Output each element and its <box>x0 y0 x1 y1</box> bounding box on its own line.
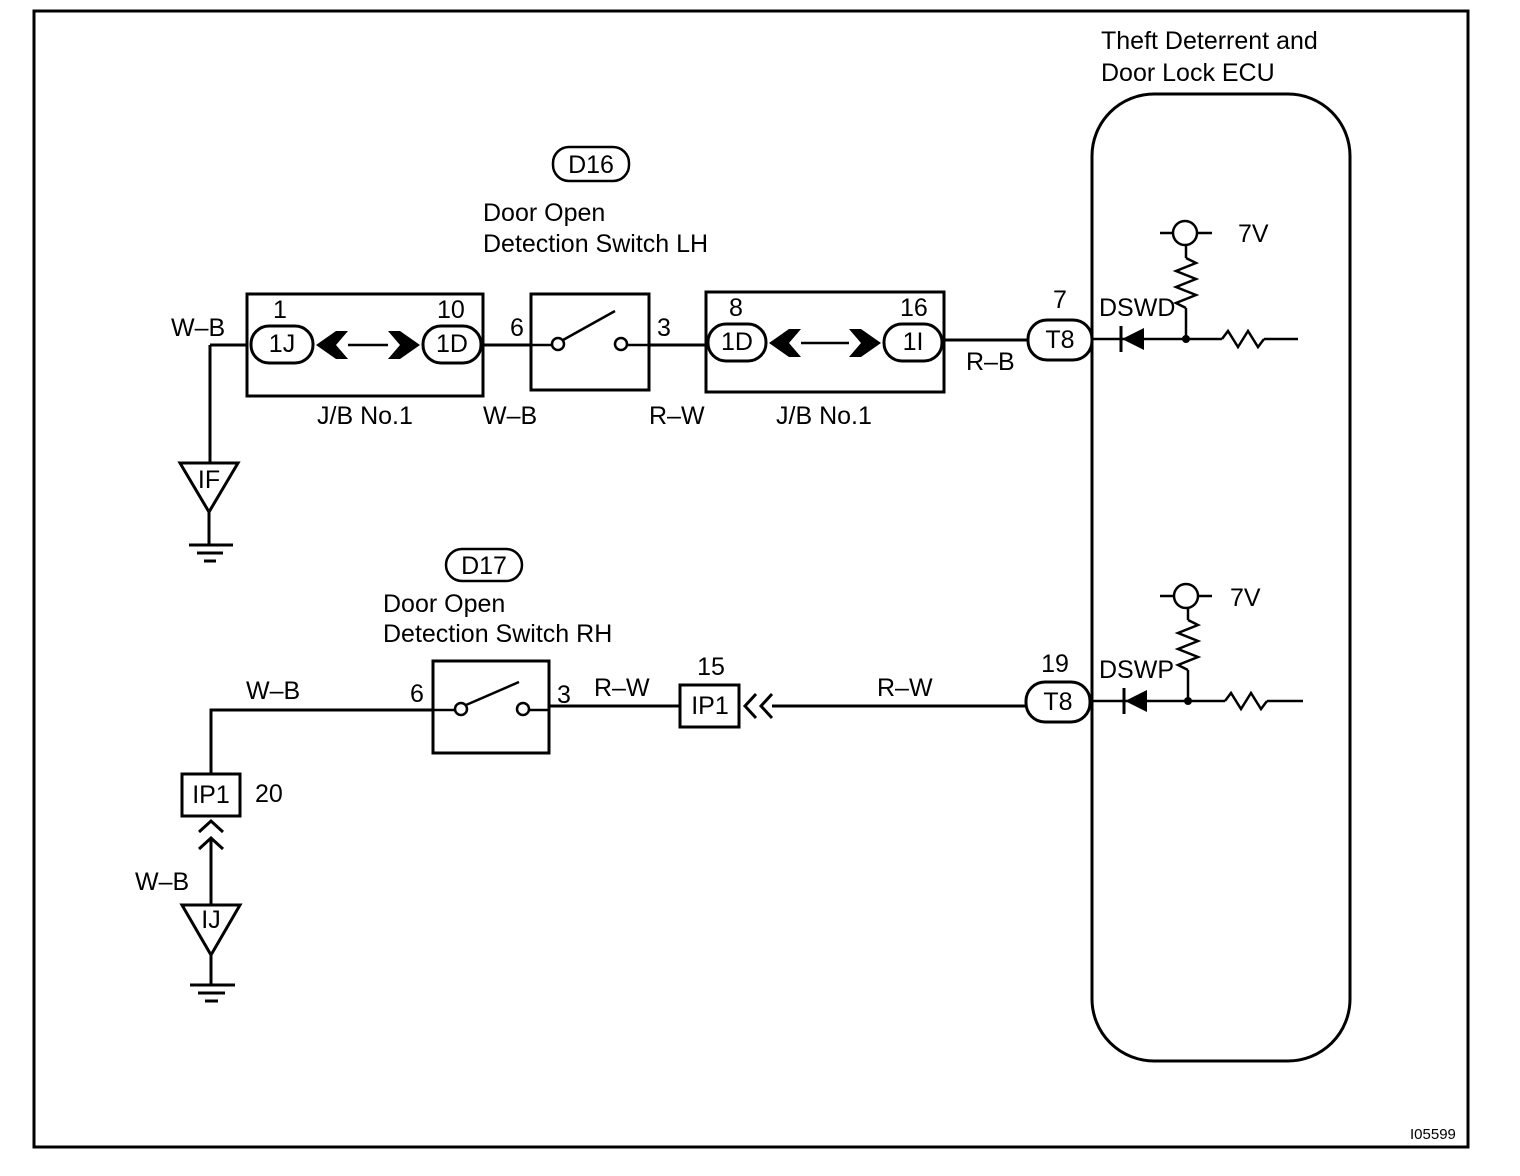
ecu-dswp-voltage: 7V <box>1230 584 1261 612</box>
voltage-source-icon <box>1172 582 1200 610</box>
ecu-t8-upper-label: T8 <box>1045 326 1074 354</box>
switch-blade-icon <box>562 309 616 342</box>
wire-rh-ground-in: W–B <box>246 677 300 705</box>
figure-id: I05599 <box>1410 1126 1456 1143</box>
d17-code-badge <box>444 547 524 583</box>
connector-chevron-icon <box>197 818 225 834</box>
ip1-top-connector <box>678 683 741 729</box>
jb2-left-connector <box>706 322 768 363</box>
ground-if-label: IF <box>198 466 220 494</box>
voltage-source-icon <box>1171 219 1199 247</box>
ip1-top-label: IP1 <box>691 692 729 720</box>
ground-point-if <box>177 461 241 515</box>
input-resistor-icon <box>1221 328 1265 350</box>
switch-blade-icon <box>465 680 520 707</box>
ecu-title-line2: Door Lock ECU <box>1101 59 1275 87</box>
wire-lh-jb-to-switch: W–B <box>483 402 537 430</box>
jb1-left-connector-label: 1J <box>269 330 295 358</box>
pullup-resistor-icon <box>1174 618 1202 672</box>
jb2-left-connector-label: 1D <box>721 328 753 356</box>
d16-code: D16 <box>568 151 614 179</box>
ecu-body <box>1090 92 1352 1063</box>
jb1-right-connector-label: 1D <box>436 330 468 358</box>
ecu-dswp-circuit: 7V DSWP <box>1092 582 1303 714</box>
ecu-title-line1: Theft Deterrent and <box>1101 27 1318 55</box>
d16-code-badge <box>551 145 631 183</box>
ip1-top-pin: 15 <box>697 653 725 681</box>
d17-pin-out: 3 <box>557 681 571 709</box>
jb2-left-arrow-icon <box>769 329 801 357</box>
wire-rh-switch-to-ip1: R–W <box>594 674 650 702</box>
d17-code: D17 <box>461 552 507 580</box>
ecu-t8-lower-label: T8 <box>1043 688 1072 716</box>
ecu-pin-7: 7 <box>1053 286 1067 314</box>
jb1-right-connector <box>421 324 483 365</box>
diagram-frame <box>32 9 1470 1149</box>
d16-pin-out: 3 <box>657 314 671 342</box>
pullup-resistor-icon <box>1172 256 1200 310</box>
wire-lh-ground-in: W–B <box>171 314 225 342</box>
ip1-bottom-label: IP1 <box>192 781 230 809</box>
wire-rh-ip1-to-ecu: R–W <box>877 674 933 702</box>
ecu-dswd-voltage: 7V <box>1238 220 1269 248</box>
jb2-right-pin: 16 <box>900 294 928 322</box>
jb1-label: J/B No.1 <box>317 402 413 430</box>
d17-switch-body <box>431 659 551 755</box>
jb2-right-arrow-icon <box>849 329 881 357</box>
connector-chevron-icon <box>742 692 758 720</box>
ip1-bottom-connector <box>180 772 242 818</box>
ip1-bottom-pin: 20 <box>255 780 283 808</box>
d16-pin-in: 6 <box>510 314 524 342</box>
d16-title-line1: Door Open <box>483 199 605 227</box>
d17-title-line1: Door Open <box>383 590 505 618</box>
jb2-left-pin: 8 <box>729 294 743 322</box>
d17-pin-in: 6 <box>410 680 424 708</box>
ecu: Theft Deterrent and Door Lock ECU 7V DSW… <box>1090 27 1352 1063</box>
jb1-left-arrow-icon <box>316 331 348 359</box>
jb2-label: J/B No.1 <box>776 402 872 430</box>
jb1-right-arrow-icon <box>388 331 420 359</box>
switch-contact-icon <box>453 701 469 717</box>
lh-circuit: D16 Door Open Detection Switch LH W–B IF… <box>171 145 1094 563</box>
ecu-t8-connector-upper <box>1026 318 1094 362</box>
rh-circuit: D17 Door Open Detection Switch RH W–B 6 … <box>135 547 1092 1003</box>
d17-title-line2: Detection Switch RH <box>383 620 612 648</box>
ground-point-ij <box>179 903 243 958</box>
jb1-left-connector <box>249 324 315 365</box>
ground-ij-label: IJ <box>201 906 220 934</box>
wire-lh-jb-to-ecu: R–B <box>966 348 1015 376</box>
input-resistor-icon <box>1224 690 1268 712</box>
wire-rh-ground-drop: W–B <box>135 868 189 896</box>
d16-title-line2: Detection Switch LH <box>483 230 708 258</box>
connector-chevron-icon <box>758 692 774 720</box>
jb2-right-connector-label: 1I <box>903 328 924 356</box>
wire-lh-switch-to-jb: R–W <box>649 402 705 430</box>
ecu-dswd-signal: DSWD <box>1099 294 1175 322</box>
ecu-t8-connector-lower <box>1024 680 1092 724</box>
ecu-dswp-signal: DSWP <box>1099 656 1174 684</box>
diode-icon <box>1125 690 1147 712</box>
diode-icon <box>1122 328 1144 350</box>
ecu-dswd-circuit: 7V DSWD <box>1092 219 1298 352</box>
ecu-pin-19: 19 <box>1041 650 1069 678</box>
jb1-left-pin: 1 <box>273 296 287 324</box>
switch-contact-icon <box>550 336 566 352</box>
jb1-right-pin: 10 <box>437 296 465 324</box>
d16-switch-body <box>529 292 651 392</box>
jb2-right-connector <box>882 322 944 363</box>
